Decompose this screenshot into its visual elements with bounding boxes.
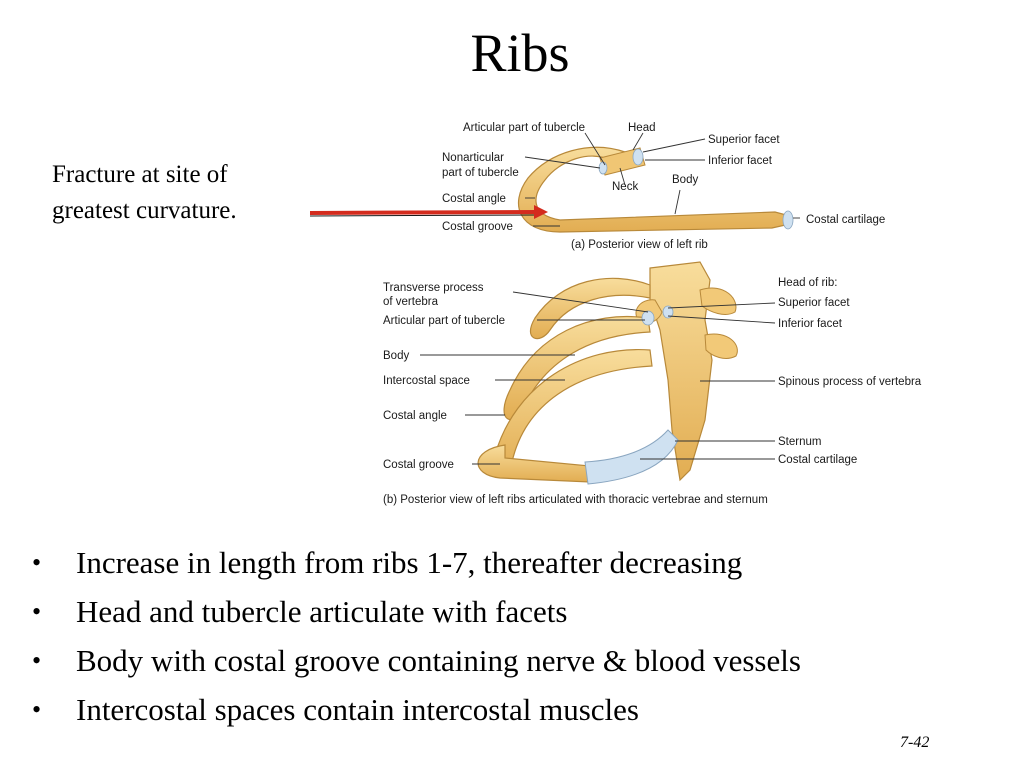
- rib-a-tubercle-facet: [598, 161, 608, 175]
- figure-b-leaders: [420, 291, 776, 465]
- slide-number: 7-42: [900, 734, 930, 751]
- label-b-sternum: Sternum: [778, 436, 821, 448]
- bullet-item: • Head and tubercle articulate with facet…: [30, 587, 1020, 636]
- label-b-intercostal-space: Intercostal space: [383, 375, 470, 387]
- fracture-callout: Fracture at site of greatest curvature.: [52, 157, 237, 229]
- bullet-item: • Increase in length from ribs 1-7, there…: [30, 538, 1020, 587]
- label-a-neck: Neck: [612, 181, 638, 193]
- label-b-spinous-process: Spinous process of vertebra: [778, 376, 922, 388]
- caption-b: (b) Posterior view of left ribs articula…: [383, 494, 768, 506]
- label-b-articular-part-of-tubercle: Articular part of tubercle: [383, 315, 505, 327]
- caption-a: (a) Posterior view of left rib: [571, 239, 708, 251]
- label-a-head: Head: [628, 122, 656, 134]
- bullet-dot-icon: •: [32, 695, 42, 724]
- bullet-text: Intercostal spaces contain intercostal m…: [76, 692, 639, 727]
- rib-a-shape: [518, 146, 791, 233]
- callout-line-2: greatest curvature.: [52, 197, 237, 224]
- single-rib-drawing: [518, 146, 794, 233]
- bullet-text: Increase in length from ribs 1-7, therea…: [76, 545, 743, 580]
- bullet-item: • Intercostal spaces contain intercostal …: [30, 685, 1020, 734]
- transverse-process-right-2: [704, 333, 738, 359]
- bullet-text: Body with costal groove containing nerve…: [76, 643, 801, 678]
- fracture-arrow: [309, 205, 548, 219]
- label-b-inferior-facet: Inferior facet: [778, 318, 843, 330]
- label-a-body: Body: [672, 174, 698, 186]
- rib-a-head-facet: [632, 148, 644, 166]
- label-b-transverse-process-1: Transverse process: [383, 282, 484, 294]
- label-a-inferior-facet: Inferior facet: [708, 155, 773, 167]
- sternum-costal-cartilage: [584, 429, 679, 485]
- label-a-nonarticular-1: Nonarticular: [442, 152, 504, 164]
- transverse-process-right: [699, 287, 737, 315]
- bullet-item: • Body with costal groove containing nerv…: [30, 636, 1020, 685]
- label-a-costal-groove: Costal groove: [442, 221, 513, 233]
- label-a-superior-facet: Superior facet: [708, 134, 780, 146]
- rib-b-1: [529, 277, 651, 340]
- bullet-list: • Increase in length from ribs 1-7, there…: [30, 538, 1020, 734]
- callout-line-1: Fracture at site of: [52, 161, 228, 188]
- thorax-drawing: [477, 261, 738, 485]
- rib-b-tubercle-facet: [641, 310, 655, 326]
- label-b-transverse-process-2: of vertebra: [383, 296, 439, 308]
- label-b-costal-cartilage: Costal cartilage: [778, 454, 857, 466]
- label-a-nonarticular-2: part of tubercle: [442, 167, 519, 179]
- label-b-superior-facet: Superior facet: [778, 297, 850, 309]
- rib-b-head-facet: [662, 305, 674, 319]
- slide-title: Ribs: [470, 23, 570, 83]
- label-a-costal-cartilage: Costal cartilage: [806, 214, 885, 226]
- bullet-dot-icon: •: [32, 597, 42, 626]
- bullet-text: Head and tubercle articulate with facets: [76, 594, 568, 629]
- label-b-costal-angle: Costal angle: [383, 410, 447, 422]
- bullet-dot-icon: •: [32, 548, 42, 577]
- label-b-body: Body: [383, 350, 409, 362]
- label-b-head-of-rib: Head of rib:: [778, 277, 837, 289]
- rib-a-cartilage-end: [782, 210, 794, 230]
- label-a-articular-part-of-tubercle: Articular part of tubercle: [463, 122, 585, 134]
- figure-a-leaders: [524, 132, 800, 227]
- label-b-costal-groove: Costal groove: [383, 459, 454, 471]
- rib-b-4: [477, 444, 591, 483]
- bullet-dot-icon: •: [32, 646, 42, 675]
- label-a-costal-angle: Costal angle: [442, 193, 506, 205]
